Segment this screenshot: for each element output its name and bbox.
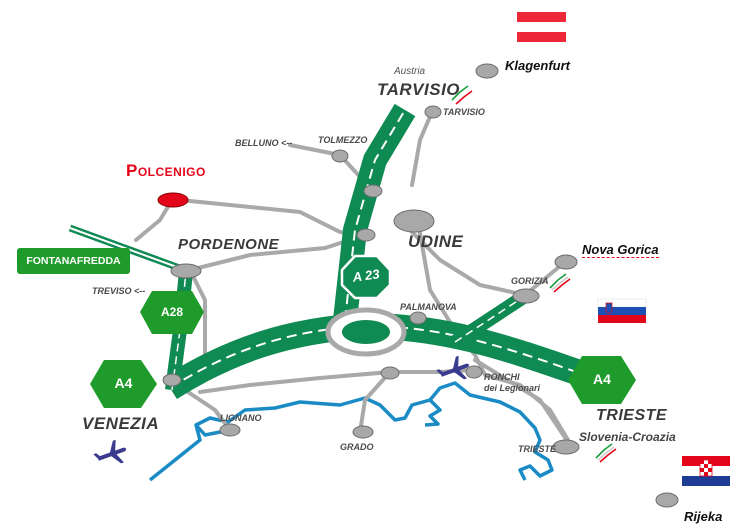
a4-east-badge [568, 356, 636, 404]
flag-croatia-icon [682, 456, 730, 486]
label-tarvisio-small: TARVISIO [443, 107, 485, 117]
coastline [148, 381, 554, 482]
a4-west-badge-label: A4 [114, 375, 133, 391]
label-trieste: TRIESTE [596, 407, 668, 424]
city-dots [162, 63, 679, 508]
motorway-gorizia-centerline [454, 295, 526, 343]
label-slovenia-croazia: Slovenia-Croazia [579, 430, 676, 444]
motorway-a23-centerline [344, 109, 406, 321]
a28-badge [140, 291, 204, 334]
a4-west-badge [90, 360, 157, 408]
label-trieste-small: TRIESTE [518, 444, 557, 454]
label-rijeka: Rijeka [684, 509, 723, 524]
fontanafredda-label: FONTANAFREDDA [17, 248, 130, 274]
a28-badge-label: A28 [160, 305, 183, 319]
label-polcenigo: Polcenigo [126, 161, 206, 180]
label-gorizia: GORIZIA [511, 276, 549, 286]
polcenigo-dot [157, 192, 189, 208]
palmanova-interchange-inner [342, 320, 390, 344]
a23-badge [340, 254, 392, 300]
airplane-icon-ronchi [436, 355, 470, 380]
label-udine: UDINE [408, 232, 464, 251]
motorway-a4-centerline [169, 324, 586, 389]
flag-slovenia-icon [597, 298, 647, 323]
airplane-icon-venezia [93, 439, 127, 464]
label-grado: GRADO [340, 442, 374, 452]
a4-east-badge-label: A4 [593, 371, 611, 387]
label-tarvisio: TARVISIO [377, 80, 461, 99]
motorway-a28-centerline [171, 271, 187, 391]
label-tolmezzo: TOLMEZZO [318, 135, 368, 145]
label-klagenfurt: Klagenfurt [505, 58, 570, 73]
label-lignano: LIGNANO [220, 413, 262, 423]
flag-austria-icon [517, 12, 566, 42]
label-pordenone: PORDENONE [178, 236, 280, 253]
label-venezia: VENEZIA [82, 414, 160, 433]
label-belluno: BELLUNO <-- [235, 138, 293, 148]
secondary-roads [134, 110, 572, 447]
coastline-lagoon [424, 398, 442, 427]
label-austria: Austria [394, 66, 426, 77]
tricolor-swoosh-icon [451, 85, 617, 463]
label-palmanova: PALMANOVA [400, 302, 457, 312]
label-treviso: TREVISO <-- [92, 286, 146, 296]
label-nova-gorica: Nova Gorica [582, 242, 659, 258]
label-ronchi: RONCHI dei Legionari [484, 372, 541, 393]
